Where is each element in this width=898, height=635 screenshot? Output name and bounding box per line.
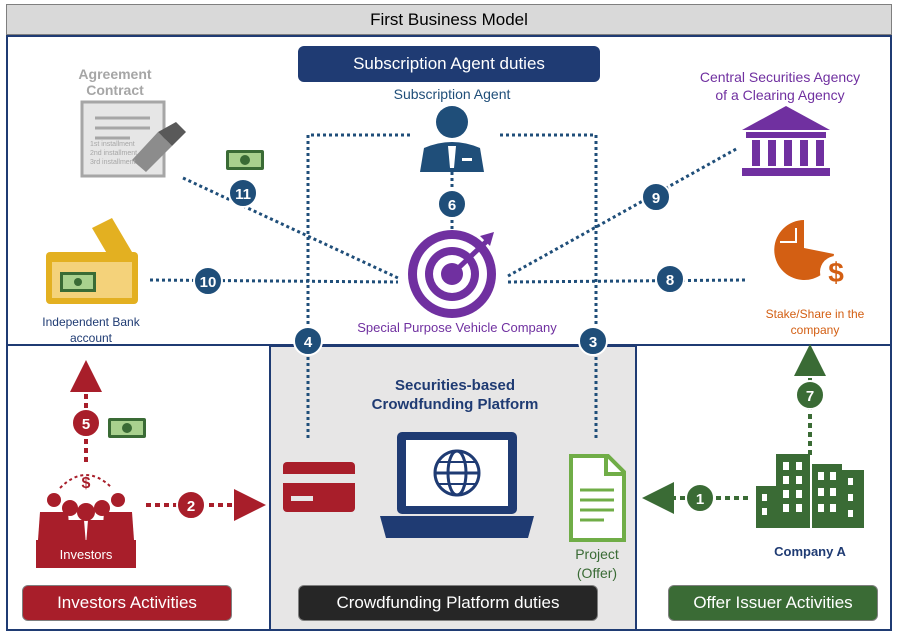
installment-1: 1st installment [90, 141, 135, 148]
connector-8 [507, 278, 746, 284]
issuer-activities-banner: Offer Issuer Activities [668, 585, 878, 621]
investors-label: Investors [59, 547, 113, 562]
connector-4 [306, 133, 412, 438]
platform-line-2: Crowdfunding Platform [371, 396, 539, 413]
credit-card-icon [283, 462, 355, 512]
project-line-2: (Offer) [576, 565, 618, 581]
money-icon [226, 150, 264, 170]
step-10-badge: 10 [193, 266, 223, 296]
svg-text:$: $ [828, 257, 844, 288]
connector-10 [149, 278, 399, 284]
agreement-contract-label: Agreement Contract [60, 66, 170, 98]
central-securities-line-2: of a Clearing Agency [715, 87, 845, 103]
subscription-duties-banner: Subscription Agent duties [298, 46, 600, 82]
subscription-agent-label: Subscription Agent [393, 86, 511, 102]
connector-3 [500, 133, 598, 438]
money-icon [108, 418, 146, 438]
step-3-badge: 3 [578, 326, 608, 356]
laptop-globe-icon [380, 432, 534, 538]
agreement-line-1: Agreement [78, 66, 152, 82]
step-7-badge: 7 [795, 380, 825, 410]
step-5-badge: 5 [71, 408, 101, 438]
document-icon [569, 454, 626, 542]
bank-building-icon [742, 106, 830, 176]
bank-account-label: Independent Bank account [16, 314, 166, 346]
installment-3: 3rd installment [90, 159, 136, 166]
step-1-badge: 1 [685, 483, 715, 513]
wallet-icon [46, 218, 138, 304]
target-icon [408, 230, 496, 318]
connector-9 [507, 146, 739, 278]
step-9-badge: 9 [641, 182, 671, 212]
project-offer-label: Project (Offer) [556, 545, 638, 583]
central-securities-label: Central Securities Agency of a Clearing … [680, 68, 880, 104]
investors-activities-banner: Investors Activities [22, 585, 232, 621]
crowdfunding-duties-banner: Crowdfunding Platform duties [298, 585, 598, 621]
platform-line-1: Securities-based [394, 377, 516, 394]
spv-label: Special Purpose Vehicle Company [357, 320, 557, 335]
pie-dollar-icon: $ [774, 220, 852, 288]
step-11-badge: 11 [228, 178, 258, 208]
platform-label: Securities-based Crowdfunding Platform [350, 376, 560, 414]
stake-line-1: Stake/Share in the [765, 307, 865, 321]
investors-icon: $ [36, 474, 136, 568]
installment-list: 1st installment 2nd installment 3rd inst… [90, 140, 150, 167]
bank-line-1: Independent Bank [42, 315, 140, 329]
svg-text:$: $ [82, 475, 91, 492]
agent-icon [420, 106, 484, 172]
company-label: Company A [774, 544, 846, 559]
central-securities-line-1: Central Securities Agency [699, 69, 861, 85]
step-2-badge: 2 [176, 490, 206, 520]
step-6-badge: 6 [437, 189, 467, 219]
stake-line-2: company [790, 323, 840, 337]
stake-label: Stake/Share in the company [750, 306, 880, 338]
page-title: First Business Model [6, 4, 892, 35]
bank-line-2: account [69, 331, 113, 345]
step-4-badge: 4 [293, 326, 323, 356]
project-line-1: Project [575, 546, 619, 562]
installment-2: 2nd installment [90, 150, 138, 157]
step-8-badge: 8 [655, 264, 685, 294]
connector-11 [182, 176, 399, 280]
buildings-icon [756, 454, 864, 528]
agreement-line-2: Contract [86, 82, 144, 98]
contract-icon [80, 100, 186, 178]
